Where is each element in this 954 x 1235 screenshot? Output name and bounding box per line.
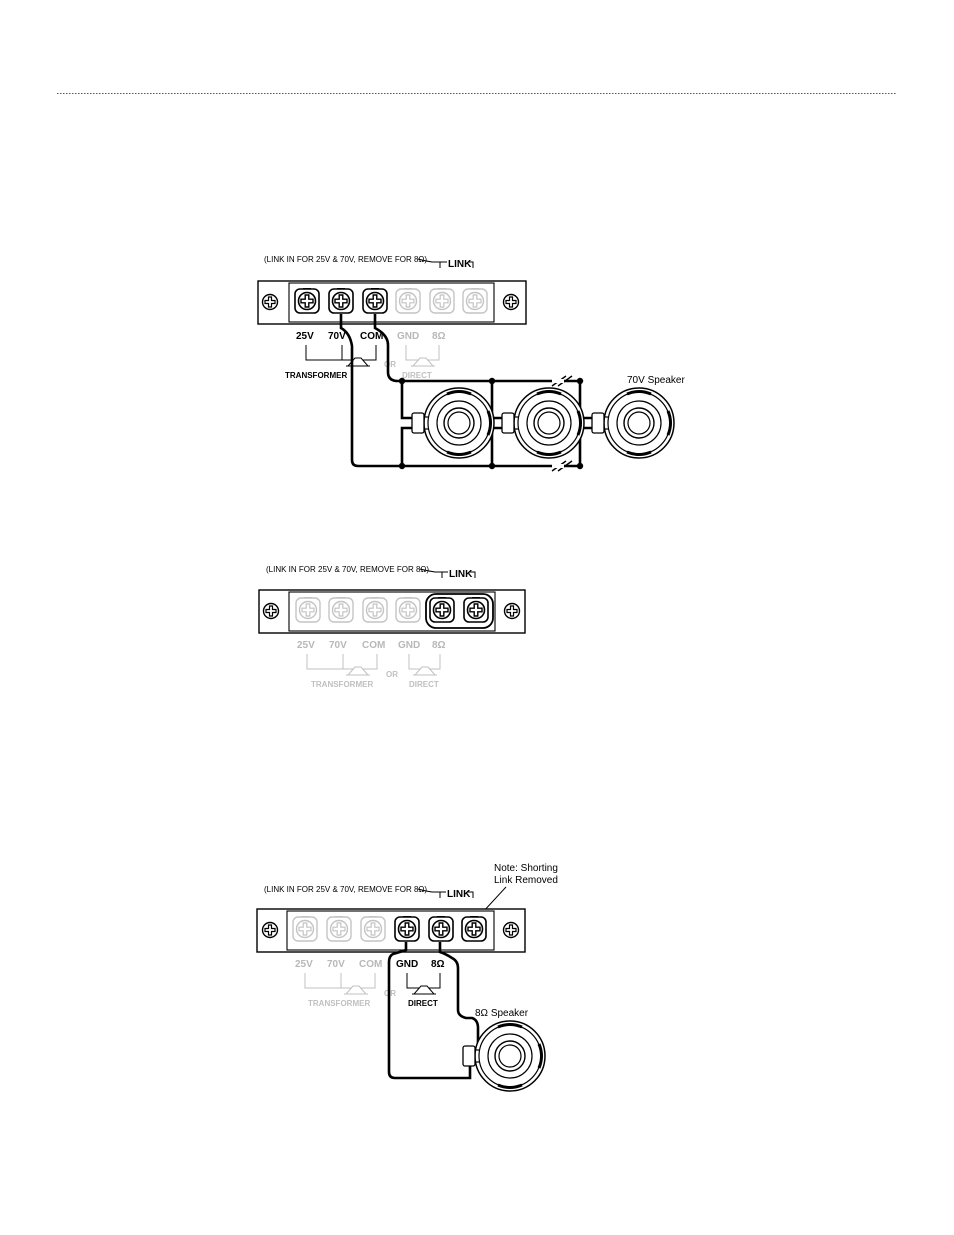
- transformer-symbol-icon: [346, 357, 370, 367]
- direct-symbol-icon: [412, 985, 436, 995]
- shorting-note-line1: Note: Shorting: [494, 863, 558, 874]
- terminal-label-25v: 25V: [297, 640, 315, 651]
- speaker-label-70v: 70V Speaker: [627, 375, 685, 386]
- diagram-transformer-70v: (LINK IN FOR 25V & 70V, REMOVE FOR 8Ω) L…: [257, 255, 685, 472]
- screw-70v-icon: [328, 288, 354, 314]
- screw-25v-icon: [295, 597, 321, 623]
- terminal-label-com: COM: [360, 331, 383, 342]
- speaker-2-icon: [500, 386, 586, 460]
- transformer-label: TRANSFORMER: [311, 680, 373, 689]
- link-note: (LINK IN FOR 25V & 70V, REMOVE FOR 8Ω): [264, 255, 427, 264]
- screw-com-icon: [360, 916, 386, 942]
- link-note: (LINK IN FOR 25V & 70V, REMOVE FOR 8Ω): [264, 885, 427, 894]
- screw-link-icon: [463, 597, 489, 623]
- screw-com-icon: [362, 597, 388, 623]
- terminal-label-gnd: GND: [397, 331, 419, 342]
- mount-screw-left-icon: [261, 921, 279, 939]
- link-label: LINK: [449, 569, 473, 580]
- screw-70v-icon: [326, 916, 352, 942]
- speaker-3-icon: [590, 386, 676, 460]
- mount-screw-left-icon: [262, 602, 280, 620]
- direct-label: DIRECT: [409, 680, 439, 689]
- terminal-label-25v: 25V: [296, 331, 314, 342]
- terminal-label-com: COM: [362, 640, 385, 651]
- mount-screw-right-icon: [502, 293, 520, 311]
- or-label: OR: [386, 670, 398, 679]
- or-label: OR: [384, 360, 396, 369]
- mount-screw-left-icon: [261, 293, 279, 311]
- screw-link-icon: [461, 916, 487, 942]
- terminal-label-8ohm: 8Ω: [432, 640, 446, 651]
- wire-70v: [339, 314, 570, 468]
- screw-25v-icon: [294, 288, 320, 314]
- link-note: (LINK IN FOR 25V & 70V, REMOVE FOR 8Ω): [266, 565, 429, 574]
- transformer-label: TRANSFORMER: [285, 371, 347, 380]
- shorting-note-line2: Link Removed: [494, 875, 558, 886]
- terminal-label-gnd: GND: [396, 959, 418, 970]
- mount-screw-right-icon: [502, 921, 520, 939]
- speaker-1-icon: [410, 386, 496, 460]
- link-label: LINK: [448, 259, 472, 270]
- speaker-8ohm-icon: [461, 1019, 547, 1093]
- terminal-strip: [288, 282, 495, 323]
- transformer-symbol-icon: [346, 666, 370, 676]
- screw-8ohm-icon: [429, 597, 455, 623]
- direct-label: DIRECT: [402, 371, 432, 380]
- direct-label: DIRECT: [408, 999, 438, 1008]
- terminal-label-gnd: GND: [398, 640, 420, 651]
- mount-screw-right-icon: [503, 602, 521, 620]
- screw-gnd-icon: [395, 597, 421, 623]
- screw-gnd-icon: [395, 288, 421, 314]
- terminal-label-70v: 70V: [328, 331, 346, 342]
- wire-8ohm: [438, 942, 480, 1048]
- screw-8ohm-icon: [429, 288, 455, 314]
- speaker-label-8ohm: 8Ω Speaker: [475, 1008, 529, 1019]
- wire-com: [373, 314, 570, 383]
- screw-link-icon: [462, 288, 488, 314]
- wire-gnd: [387, 942, 472, 1080]
- direct-symbol-icon: [411, 357, 435, 367]
- terminal-label-com: COM: [359, 959, 382, 970]
- screw-gnd-icon: [394, 916, 420, 942]
- direct-symbol-icon: [413, 666, 437, 676]
- terminal-label-70v: 70V: [327, 959, 345, 970]
- terminal-label-25v: 25V: [295, 959, 313, 970]
- terminal-label-70v: 70V: [329, 640, 347, 651]
- screw-70v-icon: [328, 597, 354, 623]
- transformer-label: TRANSFORMER: [308, 999, 370, 1008]
- screw-com-icon: [362, 288, 388, 314]
- screw-25v-icon: [292, 916, 318, 942]
- transformer-symbol-icon: [344, 985, 368, 995]
- link-label: LINK: [447, 889, 471, 900]
- screw-8ohm-icon: [428, 916, 454, 942]
- diagram-link-position: (LINK IN FOR 25V & 70V, REMOVE FOR 8Ω) L…: [258, 565, 526, 689]
- terminal-strip: [286, 910, 495, 951]
- terminal-label-8ohm: 8Ω: [432, 331, 446, 342]
- diagram-direct-8ohm: Note: Shorting Link Removed (LINK IN FOR…: [256, 863, 558, 1093]
- terminal-label-8ohm: 8Ω: [431, 959, 445, 970]
